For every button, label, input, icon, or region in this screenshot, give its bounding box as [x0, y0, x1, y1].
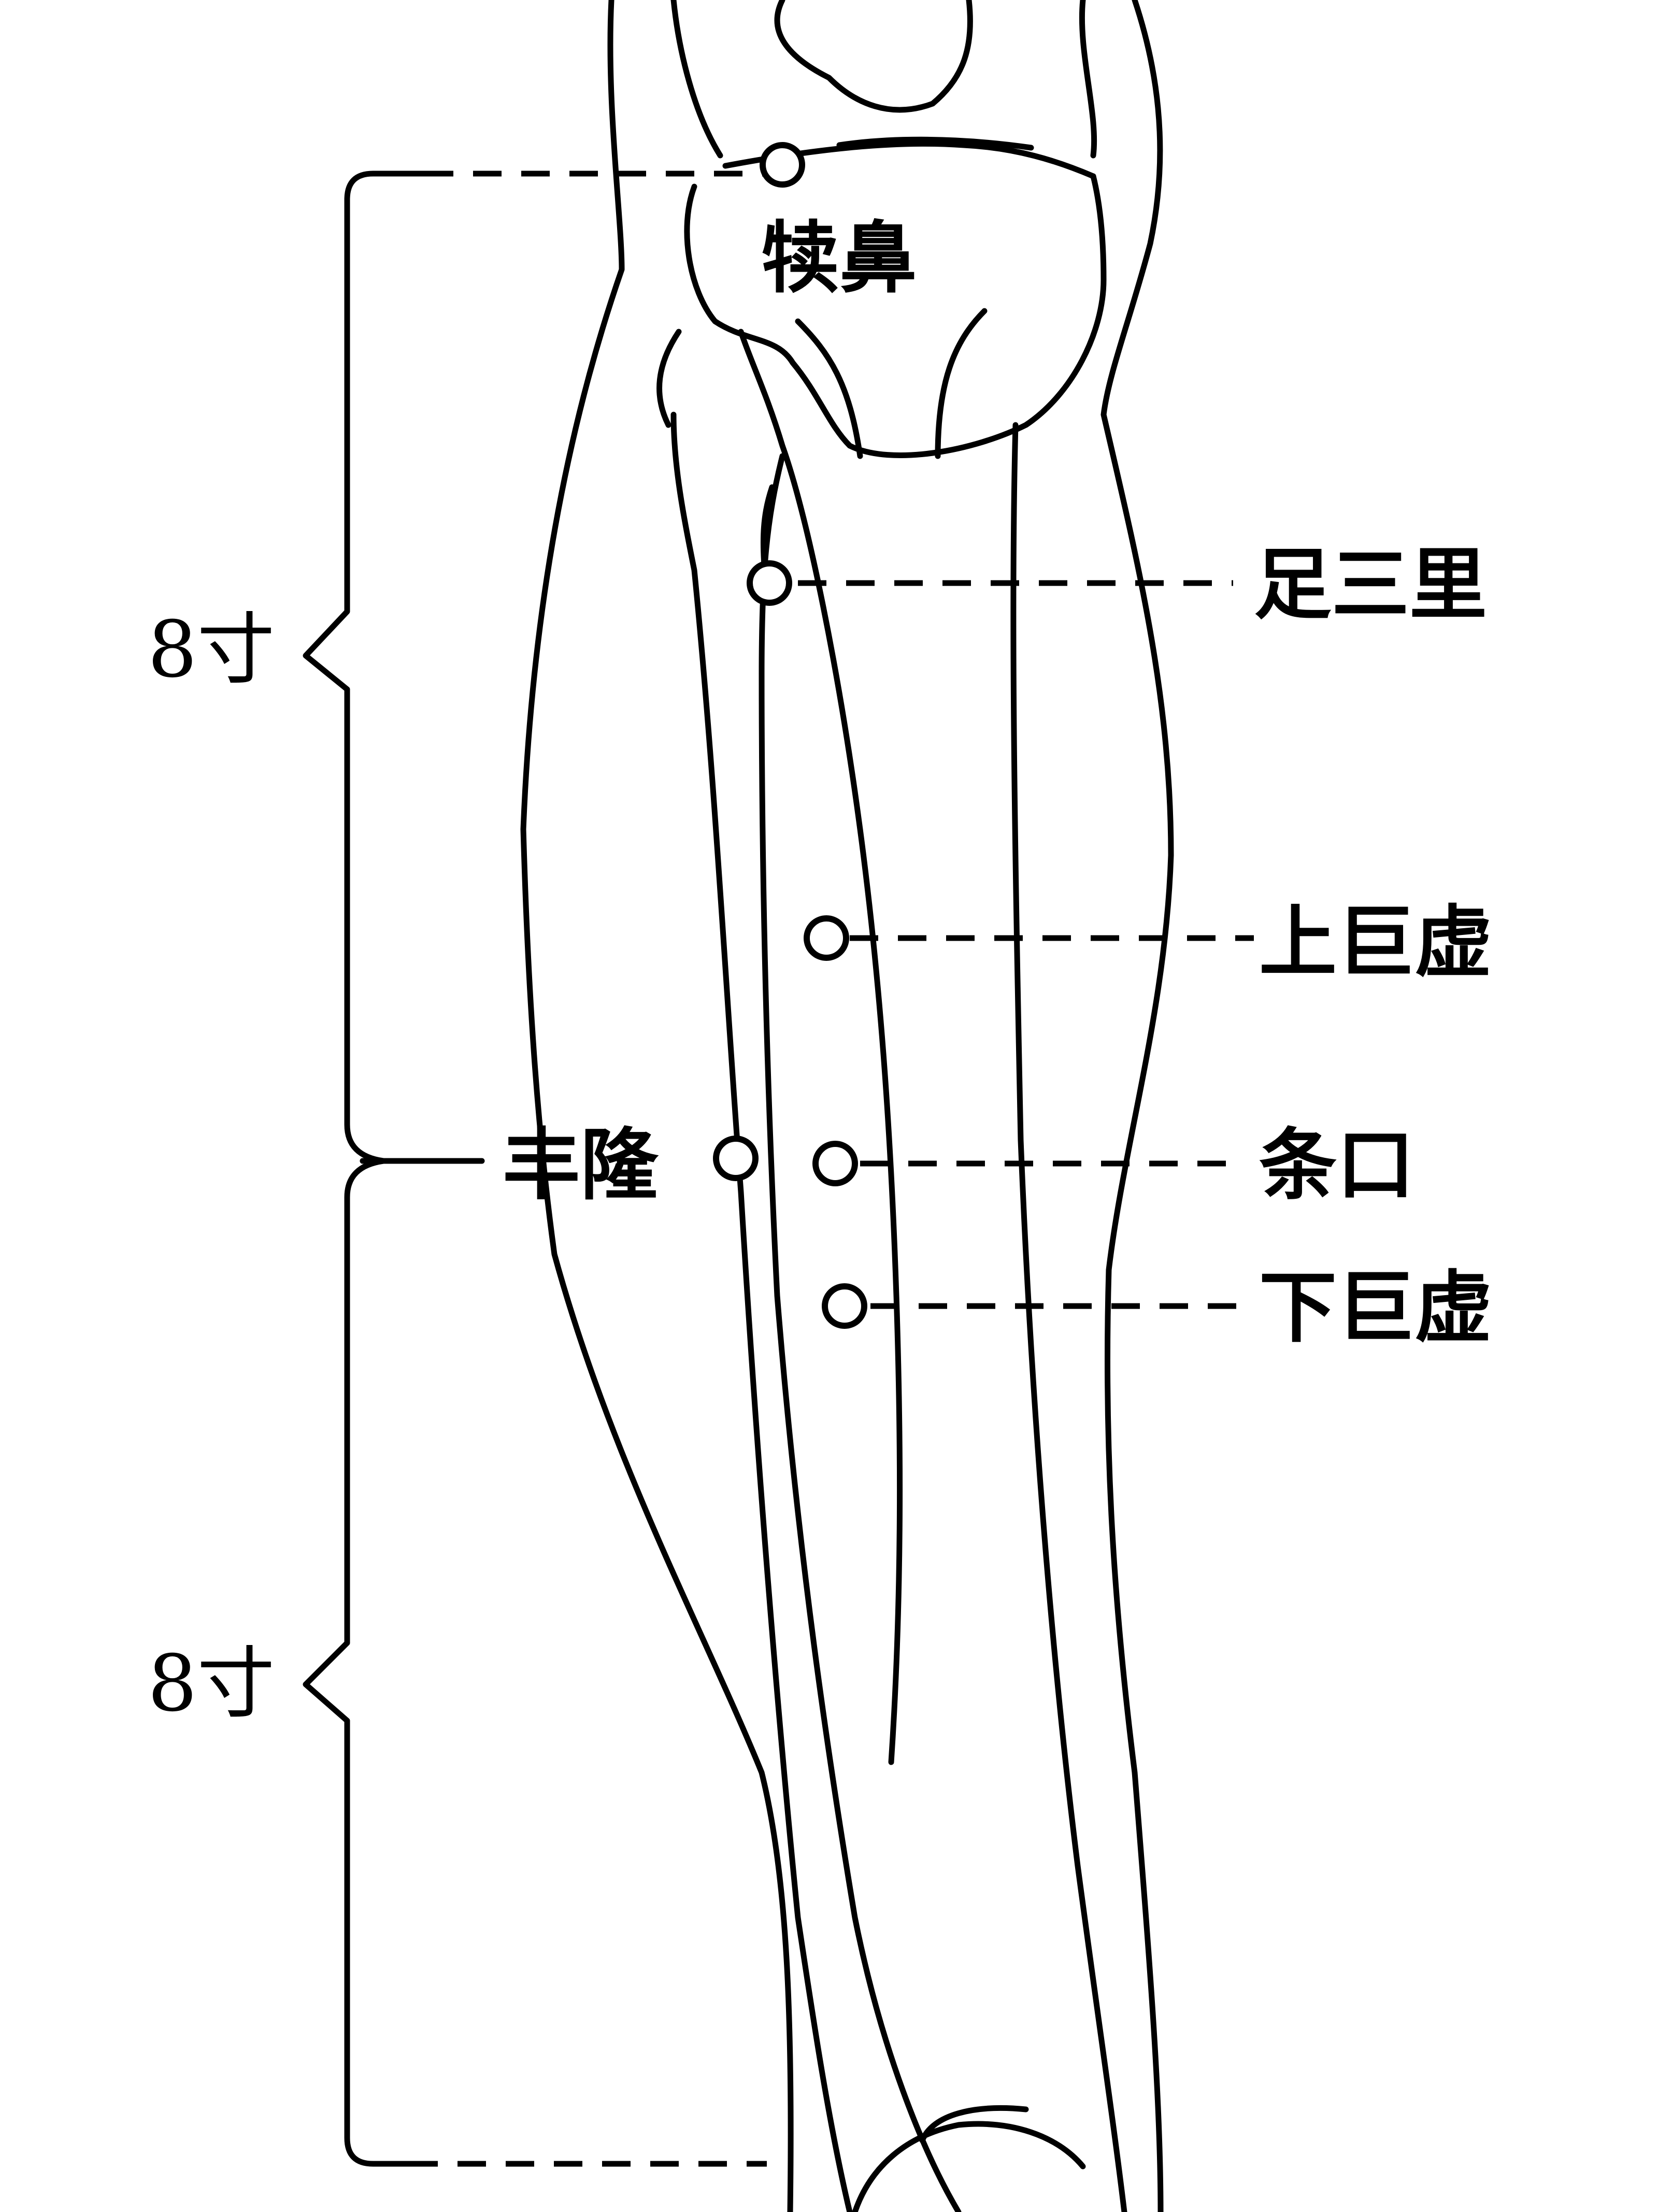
tuberosity-right: [935, 308, 988, 459]
fenglong-point: [713, 1136, 759, 1181]
dubi-point: [760, 142, 805, 188]
skin-outline-left: [520, 0, 794, 2212]
tiaokou-label: 条口: [1259, 1119, 1414, 1211]
shangjuxu-label: 上巨虚: [1259, 897, 1492, 988]
fibula-left: [670, 412, 853, 2212]
patella: [774, 0, 973, 113]
dubi-label: 犊鼻: [762, 212, 917, 304]
zusanli-label: 足三里: [1254, 539, 1487, 630]
labels: 犊鼻 足三里 上巨虚 条口 丰隆 下巨虚 8寸 8寸: [148, 212, 1492, 1729]
upper-brace: [303, 171, 428, 1164]
femur-left: [670, 0, 723, 159]
xiajuxu-point: [822, 1283, 867, 1329]
indicator-lines: [360, 171, 1254, 2167]
lower-measurement-label: 8寸: [148, 1639, 275, 1729]
fenglong-label: 丰隆: [503, 1119, 659, 1211]
tibia-head: [684, 173, 1107, 458]
lower-brace: [303, 1158, 412, 2167]
upper-measurement-label: 8寸: [148, 605, 275, 695]
zusanli-point: [747, 560, 792, 606]
tibia-crest: [738, 329, 903, 1765]
knee-joint-upper: [836, 136, 1034, 151]
tuberosity-left: [795, 318, 863, 459]
femur-right: [1079, 0, 1097, 159]
xiajuxu-label: 下巨虚: [1259, 1262, 1492, 1353]
shangjuxu-point: [804, 915, 849, 961]
ankle-right: [919, 2105, 1029, 2144]
tiaokou-point: [812, 1141, 858, 1186]
ankle-left: [852, 2121, 1086, 2212]
skin-outline-right: [1100, 0, 1174, 2212]
measurement-braces: [303, 171, 428, 2167]
fibula-right: [656, 329, 682, 428]
leg-anatomy: [520, 0, 1174, 2212]
tibia-shaft-right: [1010, 422, 1127, 2212]
tibia-shaft-left: [759, 453, 962, 2212]
acupoint-markers: [713, 142, 867, 1329]
